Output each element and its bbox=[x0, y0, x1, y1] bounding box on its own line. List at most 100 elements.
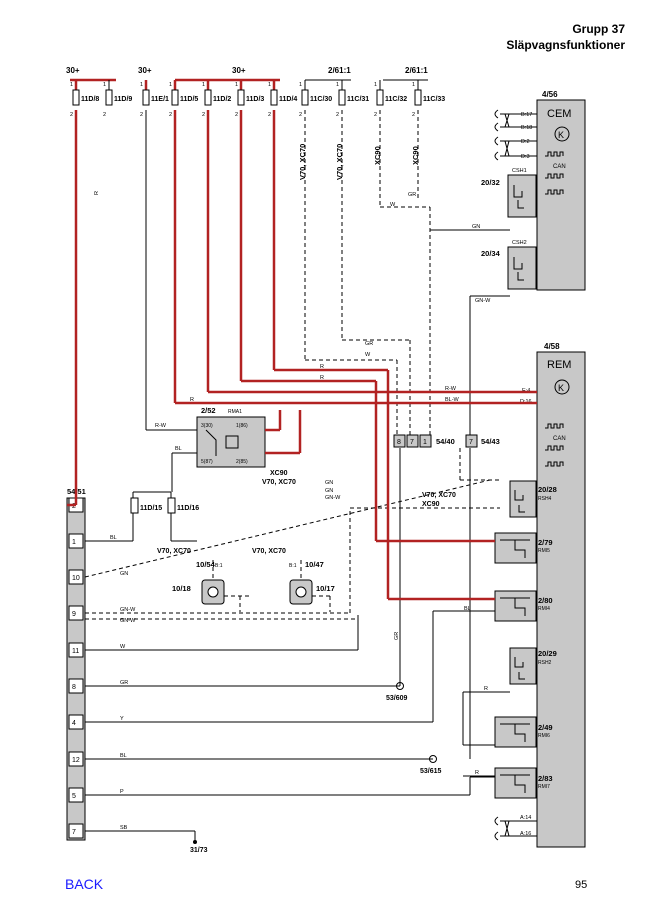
cem-processor-icon bbox=[554, 126, 570, 142]
wire-label-gn-2: GN bbox=[325, 480, 333, 486]
trailer-pin-label: 7 bbox=[72, 829, 76, 836]
rmi7-name: RMI7 bbox=[538, 784, 550, 790]
trailer-pin-label: 12 bbox=[72, 757, 80, 764]
fuse-label: 11C/30 bbox=[310, 96, 332, 103]
rmi4-symbol bbox=[500, 597, 530, 616]
trailer-pin bbox=[68, 751, 84, 767]
ground-3173-icon bbox=[193, 840, 197, 844]
wire-label-gnw-1: GN-W bbox=[120, 607, 136, 613]
supply-30-b: 30+ bbox=[138, 66, 152, 75]
trailer-pin bbox=[68, 823, 84, 839]
ground-3173: 31/73 bbox=[190, 847, 208, 854]
rem-pin-a16: A:16 bbox=[520, 831, 531, 837]
supply-261-a: 2/61:1 bbox=[328, 66, 351, 75]
fuse-label: 11C/32 bbox=[385, 96, 407, 103]
wire-label-gr-3: GR bbox=[408, 192, 416, 198]
connector-5443-pin-label: 7 bbox=[469, 439, 473, 446]
rmi6-name: RMI6 bbox=[538, 733, 550, 739]
fuse-0 bbox=[72, 89, 80, 106]
back-link[interactable]: BACK bbox=[65, 876, 104, 892]
trailer-pin bbox=[68, 605, 84, 621]
ground-53609-icon bbox=[396, 682, 404, 690]
fuse-pin-in: 1 bbox=[336, 82, 339, 88]
wire-label-rw: R-W bbox=[155, 423, 167, 429]
fuse-label: 11D/2 bbox=[213, 96, 231, 103]
rsh2-ref: 20/29 bbox=[538, 649, 557, 658]
trailer-pin bbox=[68, 787, 84, 803]
trailer-pin bbox=[68, 569, 84, 585]
relay-pin-85: 2(85) bbox=[236, 459, 248, 465]
group-label: Grupp 37 bbox=[572, 22, 625, 36]
rmi5-ref: 2/79 bbox=[538, 538, 553, 547]
wire-label-gr-2: GR bbox=[365, 341, 373, 347]
rem-can: CAN bbox=[553, 436, 566, 442]
wire-label-gn-cem: GN bbox=[472, 224, 480, 230]
fuse-9 bbox=[376, 89, 384, 106]
trailer-pin-label: 10 bbox=[72, 575, 80, 582]
csh1-ref: 20/32 bbox=[481, 178, 500, 187]
trailer-pin-label: 5 bbox=[72, 793, 76, 800]
cem-pin-d3: D:3 bbox=[521, 154, 530, 160]
wire-label-w-2: W bbox=[365, 352, 371, 358]
rmi4-name: RMI4 bbox=[538, 606, 550, 612]
rsh4-ref: 20/28 bbox=[538, 485, 557, 494]
variant-label-3: XC90 bbox=[373, 146, 382, 165]
cem-pin-d2: D:2 bbox=[521, 139, 530, 145]
relay-pin-87: 5(87) bbox=[201, 459, 213, 465]
fuse-5 bbox=[237, 89, 245, 106]
csh2-ref: 20/34 bbox=[481, 249, 501, 258]
rsh2-name: RSH2 bbox=[538, 660, 552, 666]
rem-signal-icon-3 bbox=[545, 461, 564, 467]
fuse-label: 11D/4 bbox=[279, 96, 297, 103]
variant-label-7: V70, XC70 bbox=[422, 492, 456, 499]
cem-pin-b18: B:18 bbox=[521, 125, 532, 131]
relay-coil bbox=[225, 435, 239, 449]
connector-5443-pin bbox=[465, 434, 478, 448]
lamp-1054-pin: B:1 bbox=[215, 563, 223, 569]
fuse-label: 11D/8 bbox=[81, 96, 99, 103]
variant-label-5: XC90 bbox=[270, 470, 288, 477]
rem-signal-icon bbox=[545, 423, 564, 429]
trailer-pin bbox=[68, 533, 84, 549]
rem-processor-icon bbox=[554, 379, 570, 395]
fuse-1 bbox=[105, 89, 113, 106]
page-title: Släpvagnsfunktioner bbox=[506, 38, 625, 52]
fuse-11d16 bbox=[167, 497, 176, 514]
cem-name: CEM bbox=[547, 108, 571, 120]
ground-53615: 53/615 bbox=[420, 768, 442, 775]
variant-label-8: XC90 bbox=[422, 501, 440, 508]
rem-pin-a14: A:14 bbox=[520, 815, 531, 821]
fuse-10 bbox=[414, 89, 422, 106]
variant-label-10: V70, XC70 bbox=[252, 548, 286, 555]
wire-label-r-1: R bbox=[94, 191, 100, 195]
wire-label-r-2: R bbox=[320, 364, 324, 370]
power-wires bbox=[67, 110, 537, 601]
csh1-symbol bbox=[513, 185, 524, 209]
fuse-pin-out: 2 bbox=[202, 112, 205, 118]
lamp-1018-ref: 10/18 bbox=[172, 584, 191, 593]
fuse-pin-in: 1 bbox=[140, 82, 143, 88]
rem-name: REM bbox=[547, 359, 571, 371]
relay-contact bbox=[205, 429, 217, 456]
rmi5-name: RMI5 bbox=[538, 548, 550, 554]
fuse-7 bbox=[301, 89, 309, 106]
fuse-pin-in: 1 bbox=[268, 82, 271, 88]
trailer-pin-label: 9 bbox=[72, 611, 76, 618]
cem-can: CAN bbox=[553, 164, 566, 170]
wire-label-p: P bbox=[120, 789, 124, 795]
page-number: 95 bbox=[575, 879, 588, 891]
fuse-pin-in: 1 bbox=[169, 82, 172, 88]
rsh4-name: RSH4 bbox=[538, 496, 552, 502]
csh2-name: CSH2 bbox=[512, 240, 527, 246]
trailer-pin-label: 1 bbox=[72, 539, 76, 546]
wire-label-r-5: R bbox=[484, 686, 488, 692]
fuse-pin-in: 1 bbox=[235, 82, 238, 88]
supply-30-a: 30+ bbox=[66, 66, 80, 75]
variant-wires bbox=[84, 110, 500, 620]
csh2-symbol bbox=[513, 257, 524, 281]
rmi7-symbol bbox=[500, 774, 530, 793]
wire-label-gnw-cem: GN-W bbox=[475, 298, 491, 304]
cem-signal-icon-3 bbox=[545, 189, 564, 195]
ground-53609: 53/609 bbox=[386, 695, 408, 702]
